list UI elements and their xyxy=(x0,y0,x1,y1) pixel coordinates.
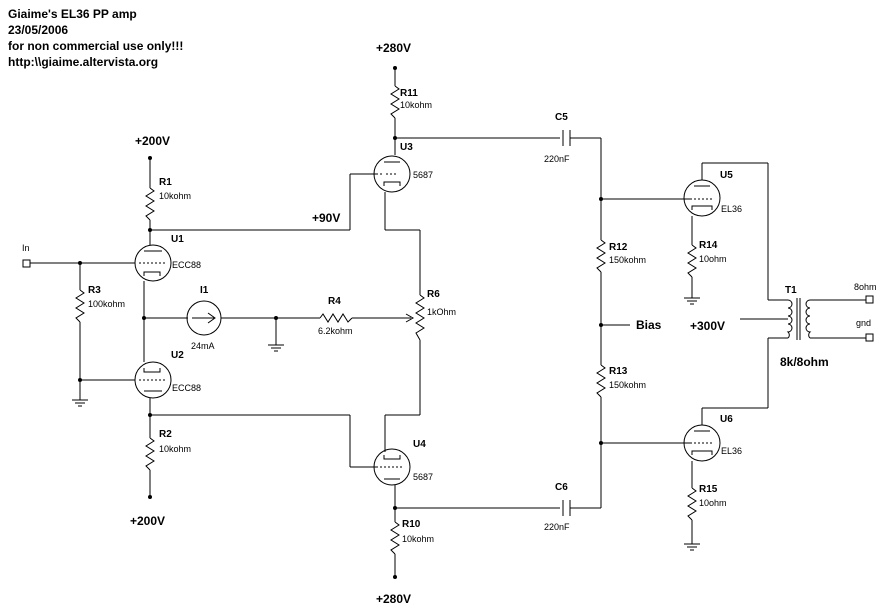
r12-value: 150kohm xyxy=(609,255,646,265)
u6-type: EL36 xyxy=(721,446,742,456)
r13-resistor xyxy=(596,364,606,398)
r15-value: 10ohm xyxy=(699,498,727,508)
r14-value: 10ohm xyxy=(699,254,727,264)
node-90v: +90V xyxy=(312,211,340,225)
c5-value: 220nF xyxy=(544,154,570,164)
t1-ratio: 8k/8ohm xyxy=(780,355,829,369)
r11-ref: R11 xyxy=(400,88,418,99)
r13-ref: R13 xyxy=(609,366,628,377)
u3-branch: R11 10kohm U3 5687 xyxy=(150,66,433,295)
r3-value: 100kohm xyxy=(88,299,125,309)
supply-280v-bottom: +280V xyxy=(376,592,411,606)
c5-ref: C5 xyxy=(555,112,568,123)
u1-type: ECC88 xyxy=(172,260,201,270)
u3-type: 5687 xyxy=(413,170,433,180)
r6-value: 1kOhm xyxy=(427,307,456,317)
r2-resistor xyxy=(145,437,155,471)
output-terminal-gnd xyxy=(865,333,874,342)
r4-resistor xyxy=(319,313,353,323)
out-gnd-label: gnd xyxy=(856,318,871,328)
r6-ref: R6 xyxy=(427,289,440,300)
date-line: 23/05/2006 xyxy=(8,23,68,37)
u4-ref: U4 xyxy=(413,439,426,450)
r15-ref: R15 xyxy=(699,484,718,495)
u3-ref: U3 xyxy=(400,142,413,153)
u6-ref: U6 xyxy=(720,414,733,425)
r12-resistor xyxy=(596,239,606,273)
out-8ohm-label: 8ohm xyxy=(854,282,877,292)
r10-ref: R10 xyxy=(402,519,421,530)
input-label: In xyxy=(22,243,30,253)
r3-ref: R3 xyxy=(88,285,101,296)
output-transformer: 8ohm gnd T1 8k/8ohm xyxy=(740,282,877,369)
r2-ref: R2 xyxy=(159,429,172,440)
supply-300v: +300V xyxy=(690,319,725,333)
r14-ref: R14 xyxy=(699,240,718,251)
i1-value: 24mA xyxy=(191,341,215,351)
license-line: for non commercial use only!!! xyxy=(8,39,183,53)
c6-ref: C6 xyxy=(555,482,568,493)
u6-branch: U6 EL36 R15 10ohm xyxy=(683,338,769,551)
r2-value: 10kohm xyxy=(159,444,191,454)
current-source-branch: I1 24mA R4 6.2kohm R6 1kOhm xyxy=(186,285,456,452)
r1-resistor xyxy=(145,187,155,221)
input-terminal xyxy=(22,259,31,268)
u5-branch: U5 EL36 R14 10ohm xyxy=(683,162,769,305)
r4-ref: R4 xyxy=(328,296,341,307)
bias-label: Bias xyxy=(636,318,662,332)
supply-200v-top: +200V xyxy=(135,134,170,148)
title-block: Giaime's EL36 PP amp 23/05/2006 for non … xyxy=(8,7,183,69)
u5-type: EL36 xyxy=(721,204,742,214)
u2-type: ECC88 xyxy=(172,383,201,393)
r10-value: 10kohm xyxy=(402,534,434,544)
r12-ref: R12 xyxy=(609,242,628,253)
r3-resistor xyxy=(75,289,85,323)
url-line: http:\\giaime.altervista.org xyxy=(8,55,158,69)
r1-ref: R1 xyxy=(159,177,172,188)
u1-tube xyxy=(134,244,172,282)
r14-resistor xyxy=(687,244,697,278)
r10-resistor xyxy=(390,521,400,555)
input-stage: In R3 100kohm R1 10kohm U1 ECC88 xyxy=(22,156,378,499)
u2-tube xyxy=(134,361,172,399)
u4-branch: U4 5687 R10 10kohm C6 220nF xyxy=(373,439,601,579)
r11-value: 10kohm xyxy=(400,100,432,110)
r4-value: 6.2kohm xyxy=(318,326,353,336)
supply-280v-top: +280V xyxy=(376,41,411,55)
u1-ref: U1 xyxy=(171,234,184,245)
title-line: Giaime's EL36 PP amp xyxy=(8,7,137,21)
u4-tube xyxy=(373,448,411,486)
r15-resistor xyxy=(687,487,697,521)
r11-resistor xyxy=(390,85,400,119)
u4-type: 5687 xyxy=(413,472,433,482)
t1-ref: T1 xyxy=(785,285,797,296)
i1-ref: I1 xyxy=(200,285,209,296)
r13-value: 150kohm xyxy=(609,380,646,390)
r6-potentiometer xyxy=(415,294,425,341)
c6-value: 220nF xyxy=(544,522,570,532)
output-terminal-8ohm xyxy=(865,295,874,304)
u2-ref: U2 xyxy=(171,350,184,361)
c5-branch: C5 220nF xyxy=(395,112,601,164)
u5-tube xyxy=(683,179,721,217)
r1-value: 10kohm xyxy=(159,191,191,201)
supply-200v-bottom: +200V xyxy=(130,514,165,528)
u5-ref: U5 xyxy=(720,170,733,181)
bias-divider: Bias R12 150kohm R13 150kohm xyxy=(596,138,690,508)
